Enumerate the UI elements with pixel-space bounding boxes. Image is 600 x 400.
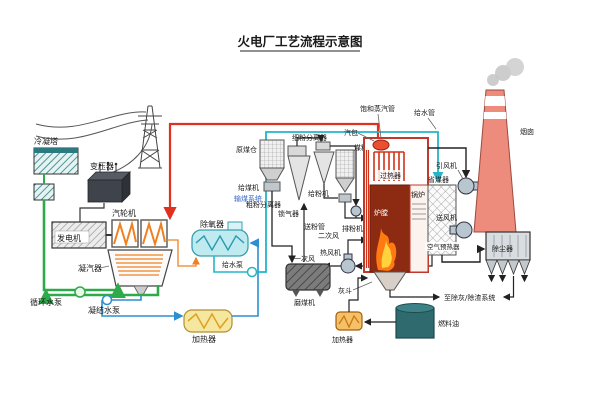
label-boiler: 锅炉 [411,190,425,199]
label-furnace: 炉膛 [374,208,388,217]
mill-exhaust-fan [350,205,362,217]
dust-collector [485,231,531,276]
raw-coal-bunker [259,139,285,192]
forced-draft-fan [449,221,473,239]
label-forced-draft-fan: 送风机 [436,213,457,222]
label-feed-water-pump: 给水泵 [222,260,243,269]
label-fuel-oil: 燃料油 [438,319,459,328]
coal-powder-bunker [335,149,355,203]
drum-leader [357,132,375,142]
steam-turbine [111,219,168,248]
label-coarse-separator: 粗粉分离器 [246,200,281,209]
label-deaerator: 除氧器 [200,219,224,229]
id-fan-leader [457,169,464,180]
cooling-tower [33,147,79,201]
diagram-title: 火电厂工艺流程示意图 [237,34,363,52]
label-secondary-air: 二次风 [318,231,339,240]
pulverizing-pipes [296,135,369,262]
boiler [363,137,429,273]
fuel-oil-tank [395,303,435,339]
air-preheater-label-chip [425,242,459,251]
label-chimney: 烟囱 [520,127,534,136]
deaerator [191,221,249,257]
label-primary-air: 一次风 [294,254,315,263]
smoke-puff [506,58,524,76]
label-steam-turbine: 汽轮机 [112,208,136,218]
hot-air-fan [340,253,356,274]
power-lines [35,111,153,175]
label-ash-hopper: 灰斗 [338,286,352,295]
transformer [87,161,131,203]
coal-mill [285,263,331,297]
feedwater-leader [427,117,437,130]
saturated-steam-leader [377,113,382,139]
flame-inner [381,240,392,268]
label-cooling-tower: 冷凝塔 [34,136,58,146]
heater-to-deaerator-pipe [232,238,259,317]
label-lp-heater: 加热器 [192,334,216,344]
generator: 发电机 [51,221,107,249]
label-mill-exhaust-fan: 排粉机 [342,224,363,233]
label-dust-collector: 除尘器 [492,244,513,253]
label-superheater: 过热器 [380,171,401,180]
label-economizer: 省煤器 [428,175,449,184]
steam-drum [372,139,390,151]
condenser-leader [99,265,110,269]
label-condenser: 凝汽器 [78,263,102,273]
smoke-puff [487,74,499,86]
induced-draft-fan [457,177,479,195]
label-air-preheater: 空气预热器 [427,242,460,251]
powder-feeder [338,193,352,203]
label-induced-draft-fan: 引风机 [436,161,457,170]
label-coal-feeder: 给煤机 [238,183,259,192]
lp-heater [183,309,233,333]
label-coal-handling: 输煤系统 [234,194,262,203]
extraction-steam-pipe [167,239,200,267]
economizer-coils [412,203,426,220]
deaerator-outlet-pipe [213,256,247,273]
transmission-tower [138,105,162,169]
circulating-pump [74,286,86,298]
fine-separator [313,141,335,186]
label-transformer: 变压器 [90,161,114,171]
feed-water-pump [246,266,258,278]
label-hot-air-fan: 热风机 [320,248,341,257]
label-oil-heater: 加热器 [332,335,353,344]
label-raw-coal-bunker: 原煤仓 [236,145,257,154]
label-ash-slag-system: 至除灰/除渣系统 [444,293,495,302]
label-powder-pipe: 送粉管 [304,222,325,231]
superheater-label-chip [378,170,402,180]
main-steam-pipe [163,122,380,221]
condensate-pump [101,294,113,306]
page-title: 火电厂工艺流程示意图 [237,34,362,49]
generator-cable [79,203,105,222]
label-saturated-steam-pipe: 饱和蒸汽管 [360,104,395,113]
condensate-pipes [101,295,184,321]
label-coal-mill: 磨煤机 [294,298,315,307]
label-circulating-water-pump: 循环水泵 [30,297,62,307]
label-generator: 发电机 [57,233,81,243]
superheater-coils [373,151,405,181]
oil-heater [335,311,363,331]
coal-drop-pipe [271,191,296,264]
label-air-lock: 锁气器 [278,209,299,218]
label-feed-water-pipe: 给水管 [414,108,435,117]
water-wall-pipes [365,150,370,268]
label-condensate-pump: 凝结水泵 [88,305,120,315]
coarse-separator [287,145,311,201]
label-powder-feeder: 给粉机 [308,189,329,198]
ash-pipes [389,275,529,301]
chimney [473,58,524,233]
boiler-ash-funnel [373,271,407,291]
ash-hopper-leader [352,281,373,291]
oil-pipes [348,274,396,326]
condenser [107,249,173,296]
label-steam-drum: 汽包 [344,128,358,137]
